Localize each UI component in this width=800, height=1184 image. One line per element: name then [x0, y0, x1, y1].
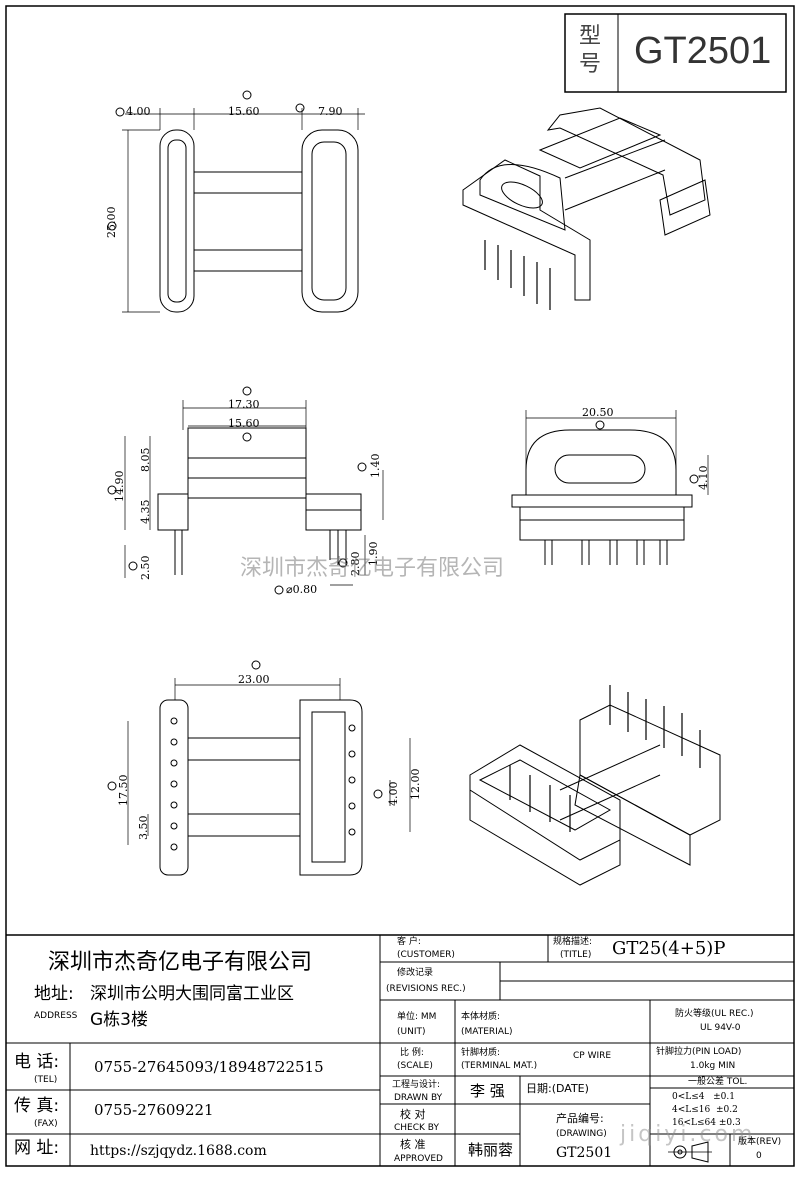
material-label-en: (MATERIAL) [461, 1027, 513, 1037]
unit-label: 单位: MM [397, 1012, 437, 1022]
dim-front-h-total: 14.90 [113, 470, 126, 503]
flame-value: UL 94V-0 [700, 1023, 741, 1033]
drawn-label: 工程与设计: [392, 1080, 441, 1090]
dim-bottom-slot-h: 12.00 [409, 768, 422, 801]
tel-label-en: (TEL) [34, 1075, 58, 1085]
product-label-en: (DRAWING) [556, 1129, 607, 1139]
title-label-en: (TITLE) [560, 950, 592, 960]
material-label: 本体材质: [461, 1012, 501, 1022]
scale-label-en: (SCALE) [397, 1061, 433, 1071]
dim-bottom-height: 17.50 [117, 774, 130, 807]
dim-top-d3: 7.90 [318, 105, 343, 118]
address-line1: 深圳市公明大围同富工业区 [90, 984, 294, 1004]
bottom-view [127, 678, 411, 876]
title-label: 规格描述: [553, 937, 593, 947]
dim-front-h-upper: 8.05 [139, 447, 152, 473]
model-box [564, 13, 787, 93]
front-view [124, 400, 384, 586]
dim-bottom-pitch: 3.50 [137, 815, 150, 841]
address-label-en: ADDRESS [34, 1011, 78, 1021]
top-view [122, 108, 365, 313]
dim-side-width: 20.50 [582, 406, 614, 419]
unit-label-en: (UNIT) [397, 1027, 426, 1037]
company-name: 深圳市杰奇亿电子有限公司 [48, 950, 313, 975]
model-number: GT2501 [634, 30, 772, 72]
dimension-markers [107, 90, 699, 799]
pin-load-label: 针脚拉力(PIN LOAD) [656, 1047, 742, 1057]
fax-label-en: (FAX) [34, 1119, 58, 1129]
tel-label: 电 话: [14, 1052, 60, 1072]
watermark: 深圳市杰奇亿电子有限公司 [240, 556, 505, 581]
title-value: GT25(4+5)P [612, 938, 726, 959]
dim-front-pin-len: 2.50 [139, 555, 152, 581]
flame-label: 防火等级(UL REC.) [675, 1009, 754, 1019]
dim-front-flange: 1.40 [369, 453, 382, 479]
address-line2: G栋3楼 [90, 1010, 148, 1030]
dim-top-d2: 15.60 [228, 105, 260, 118]
dim-top-height: 25.00 [105, 206, 118, 239]
approve-label: 核 准 [400, 1138, 426, 1151]
title-block-lines [6, 934, 794, 1166]
address-label: 地址: [34, 984, 74, 1004]
dim-front-h-lower: 4.35 [139, 499, 152, 525]
fax-label: 传 真: [14, 1096, 60, 1116]
dim-front-w-outer: 17.30 [228, 398, 260, 411]
dim-bottom-pin-span: 4.00 [387, 781, 400, 807]
customer-label-en: (CUSTOMER) [397, 950, 455, 960]
tel-value: 0755-27645093/18948722515 [94, 1058, 324, 1076]
dim-top-d1: 4.00 [126, 105, 151, 118]
check-label-en: CHECK BY [394, 1123, 439, 1133]
product-label: 产品编号: [556, 1112, 604, 1125]
revision-label-en: (REVISIONS REC.) [386, 984, 466, 994]
terminal-value: CP WIRE [573, 1051, 612, 1061]
dim-bottom-width: 23.00 [238, 673, 270, 686]
check-label: 校 对 [400, 1108, 426, 1121]
drawn-label-en: DRAWN BY [394, 1093, 443, 1103]
terminal-label-en: (TERMINAL MAT.) [461, 1061, 538, 1071]
model-label-line1: 型 [579, 24, 602, 49]
approve-value: 韩丽蓉 [468, 1141, 514, 1159]
revision-label: 修改记录 [397, 968, 434, 978]
tol-row-3: 16<L≤64 ±0.3 [672, 1118, 741, 1128]
dim-side-slot: 4.10 [697, 465, 710, 491]
rev-label: 版本(REV) [738, 1137, 782, 1147]
projection-symbol-icon [668, 1141, 712, 1163]
web-value[interactable]: https://szjqydz.1688.com [90, 1143, 267, 1159]
scale-label: 比 例: [400, 1048, 424, 1058]
model-label-line2: 号 [579, 52, 602, 77]
tol-title: 一般公差 TOL. [688, 1077, 748, 1087]
tol-row-1: 0<L≤4 ±0.1 [672, 1092, 735, 1102]
watermark-url: jiqiyi.com [620, 1122, 756, 1147]
approve-label-en: APPROVED [394, 1154, 443, 1164]
iso-view-top [462, 107, 711, 310]
terminal-label: 针脚材质: [461, 1048, 501, 1058]
customer-label: 客 户: [397, 937, 421, 947]
dim-front-w-inner: 15.60 [228, 417, 260, 430]
iso-view-bottom [469, 685, 721, 886]
side-view [511, 410, 709, 565]
fax-value: 0755-27609221 [94, 1101, 214, 1119]
drawn-value: 李 强 [470, 1082, 505, 1100]
tol-row-2: 4<L≤16 ±0.2 [672, 1105, 738, 1115]
date-label: 日期:(DATE) [526, 1082, 589, 1095]
pin-load-value: 1.0kg MIN [690, 1061, 736, 1071]
rev-value: 0 [756, 1151, 762, 1161]
dim-front-pin-dia: ⌀0.80 [286, 583, 318, 596]
web-label: 网 址: [14, 1138, 60, 1158]
product-value: GT2501 [556, 1145, 613, 1161]
